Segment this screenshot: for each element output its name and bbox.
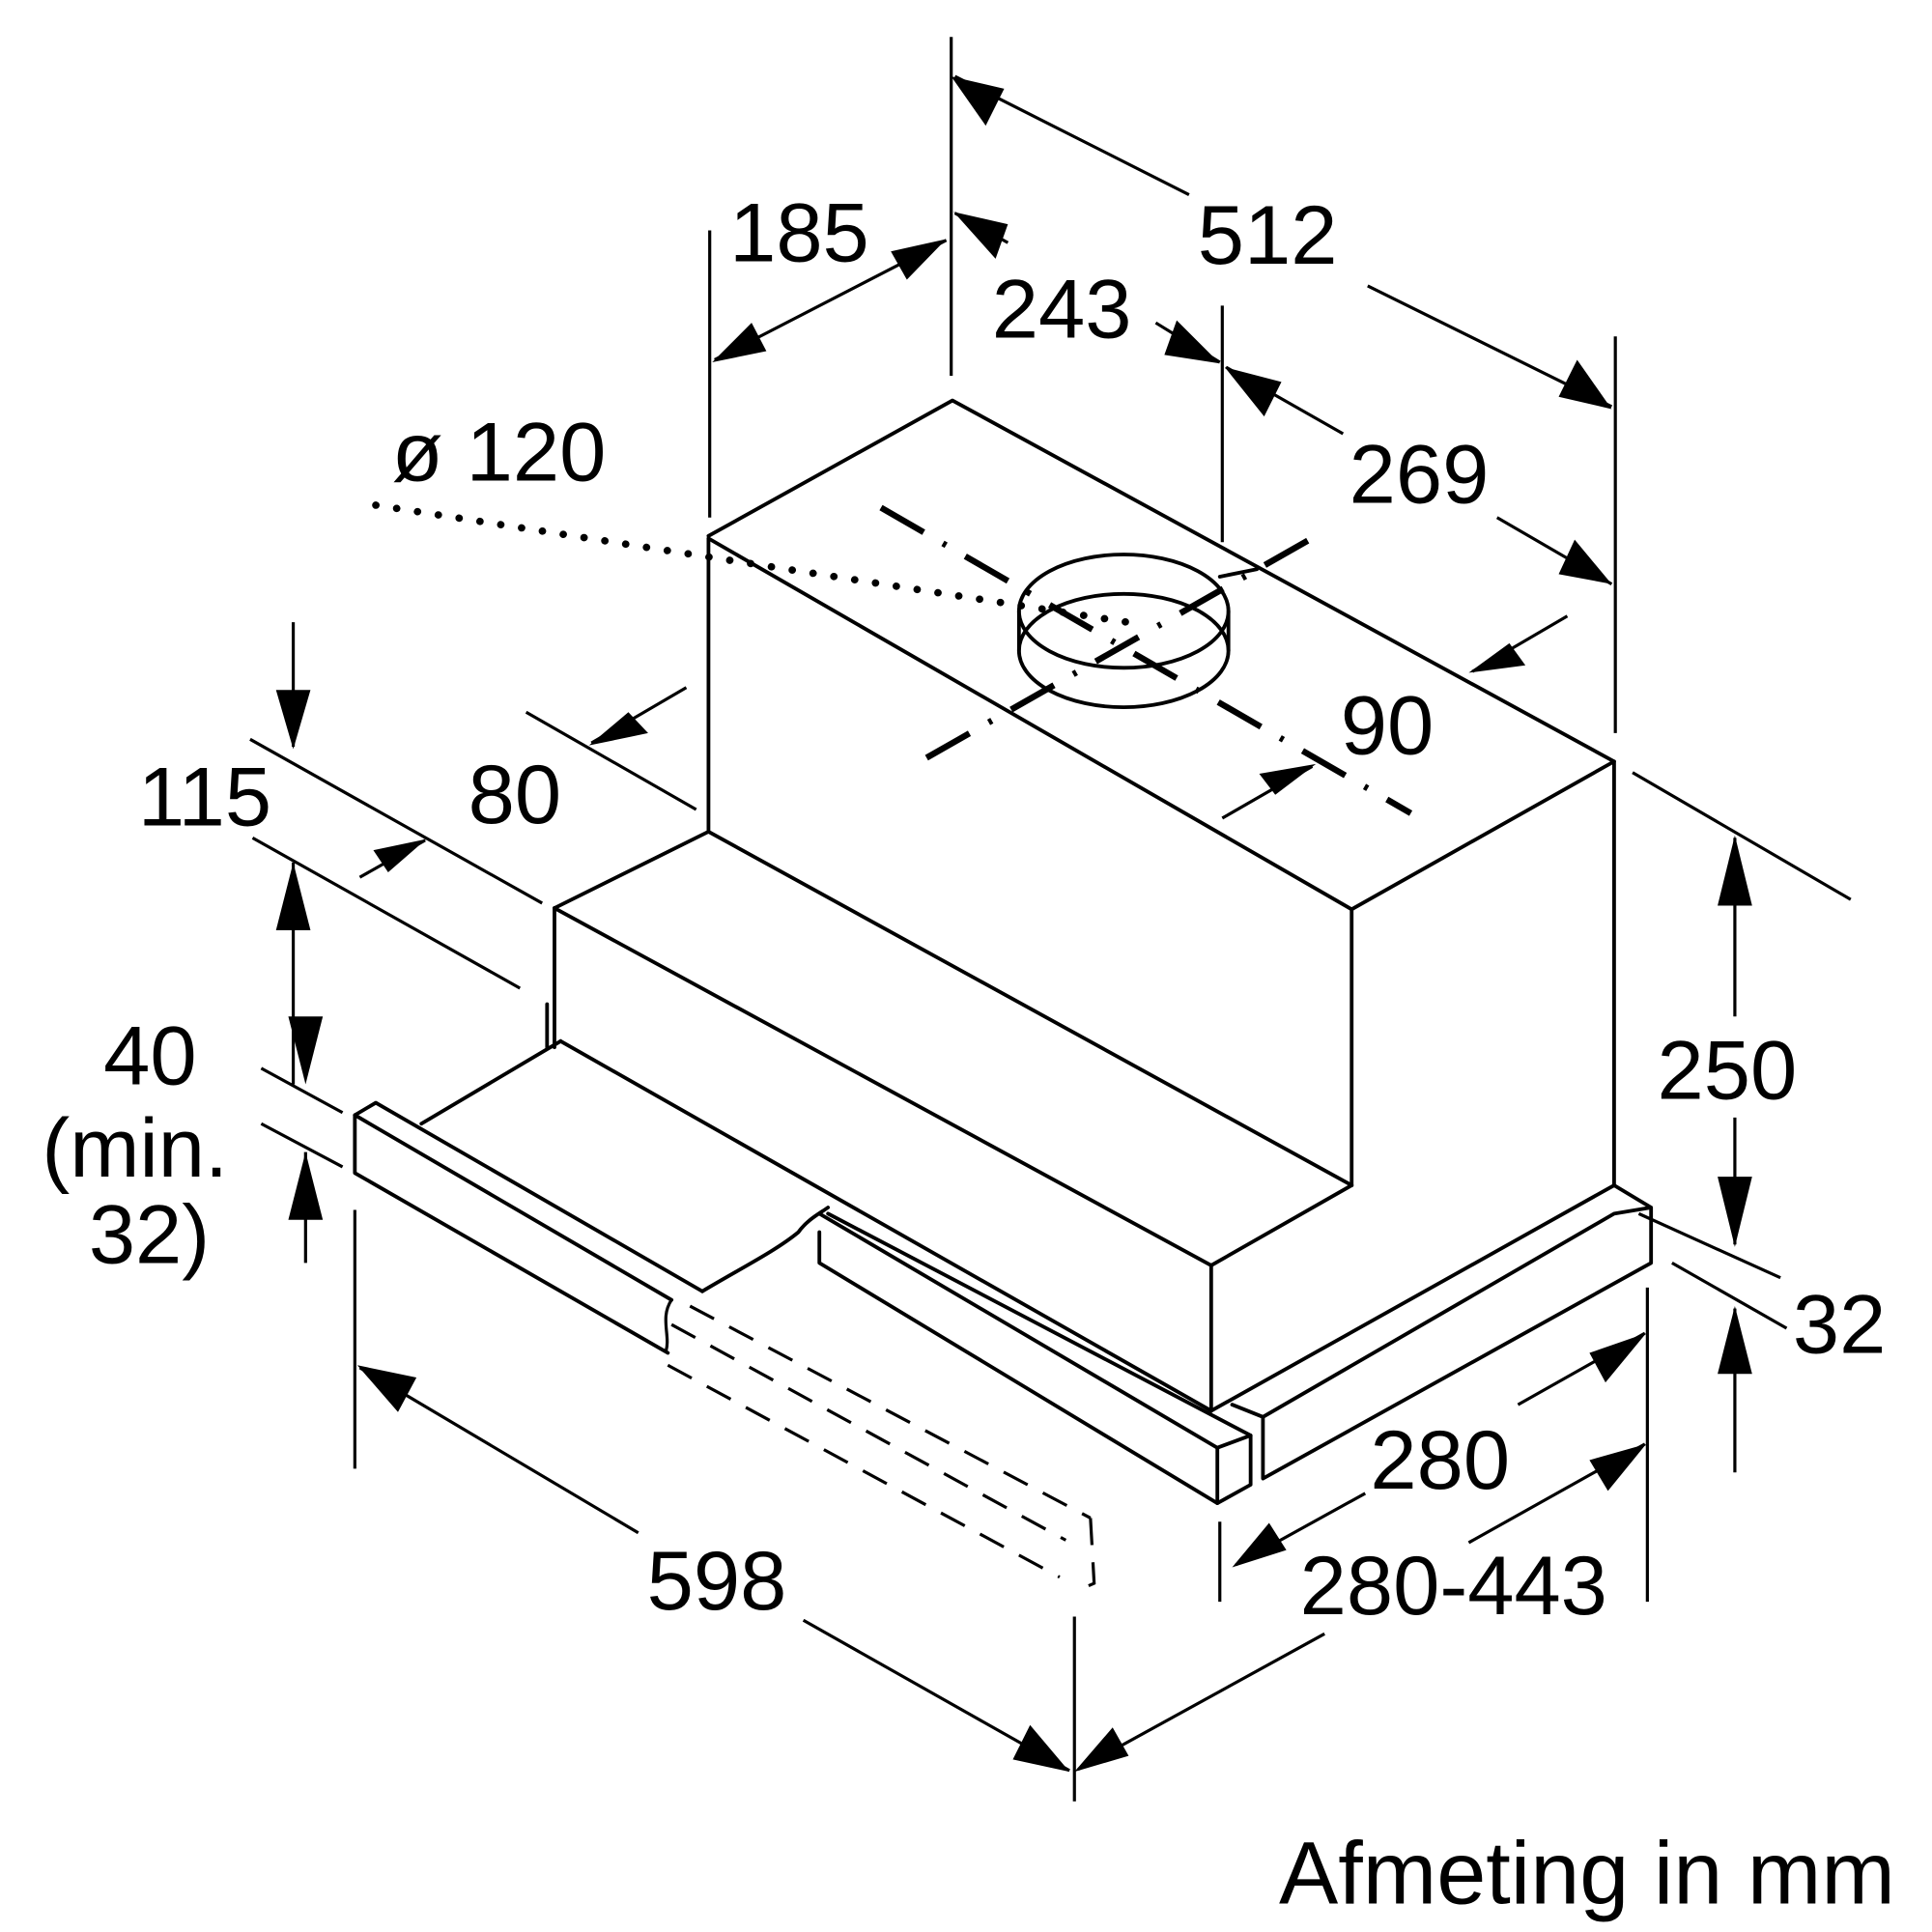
dim-32: 32 bbox=[1793, 1278, 1886, 1372]
dim-269: 269 bbox=[1350, 427, 1490, 521]
dim-40: 40 bbox=[103, 1009, 196, 1102]
dim-90: 90 bbox=[1341, 679, 1434, 773]
dim-185: 185 bbox=[729, 185, 869, 279]
dim-80: 80 bbox=[469, 748, 561, 841]
dim-598: 598 bbox=[647, 1534, 787, 1628]
dim-280-443: 280-443 bbox=[1300, 1539, 1607, 1633]
dim-512: 512 bbox=[1198, 188, 1338, 282]
dim-115: 115 bbox=[138, 751, 271, 844]
hood-body bbox=[353, 398, 1654, 1594]
dim-min-value: 32) bbox=[89, 1187, 210, 1281]
dimension-labels: 512 185 243 269 ø 120 90 80 115 40 (min.… bbox=[42, 185, 1894, 1922]
dim-min-label: (min. bbox=[42, 1101, 228, 1195]
dim-280: 280 bbox=[1370, 1413, 1510, 1507]
dim-250: 250 bbox=[1658, 1024, 1798, 1118]
dim-diameter-120: ø 120 bbox=[392, 405, 607, 498]
dim-243: 243 bbox=[992, 262, 1132, 355]
units-caption: Afmeting in mm bbox=[1279, 1825, 1895, 1923]
dimension-lines bbox=[249, 37, 1852, 1802]
